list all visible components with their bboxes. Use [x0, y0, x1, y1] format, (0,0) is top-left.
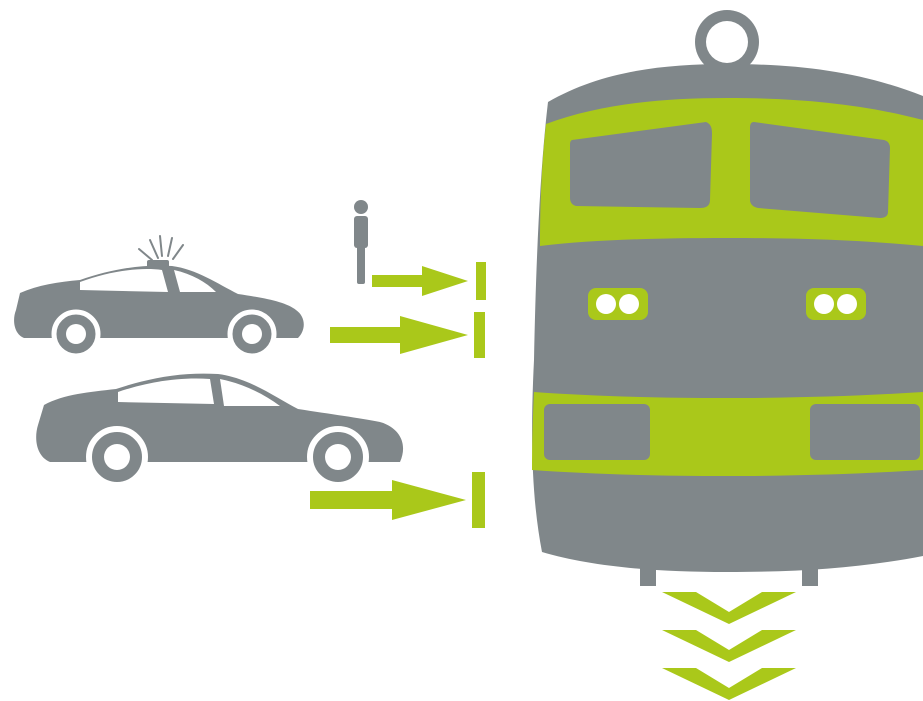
- arrow-stop-icon: [330, 312, 485, 358]
- police-car-icon: [14, 236, 304, 356]
- car-hub-rear: [325, 444, 351, 470]
- headlight-icon: [806, 288, 866, 320]
- train-lower-panel-right: [810, 404, 920, 460]
- siren-rays: [139, 236, 183, 260]
- down-chevron-icon: [662, 592, 796, 624]
- arrow-stop-icon: [372, 262, 486, 300]
- headlight-icon: [588, 288, 648, 320]
- train-leg-right: [802, 566, 818, 586]
- car-window: [118, 379, 214, 404]
- train-top-light: [706, 21, 748, 63]
- down-chevron-icon: [662, 668, 796, 700]
- train-lower-panel-left: [544, 404, 650, 460]
- down-chevron-icon: [662, 630, 796, 662]
- police-car-window: [80, 269, 168, 292]
- police-car-hub-front: [66, 324, 86, 344]
- police-car-hub-rear: [242, 324, 262, 344]
- train-leg-left: [640, 566, 656, 586]
- car-hub-front: [104, 444, 130, 470]
- car-icon: [36, 374, 403, 485]
- pedestrian-icon: [354, 200, 368, 284]
- train-icon: [532, 10, 923, 586]
- car-window-rear: [220, 379, 280, 406]
